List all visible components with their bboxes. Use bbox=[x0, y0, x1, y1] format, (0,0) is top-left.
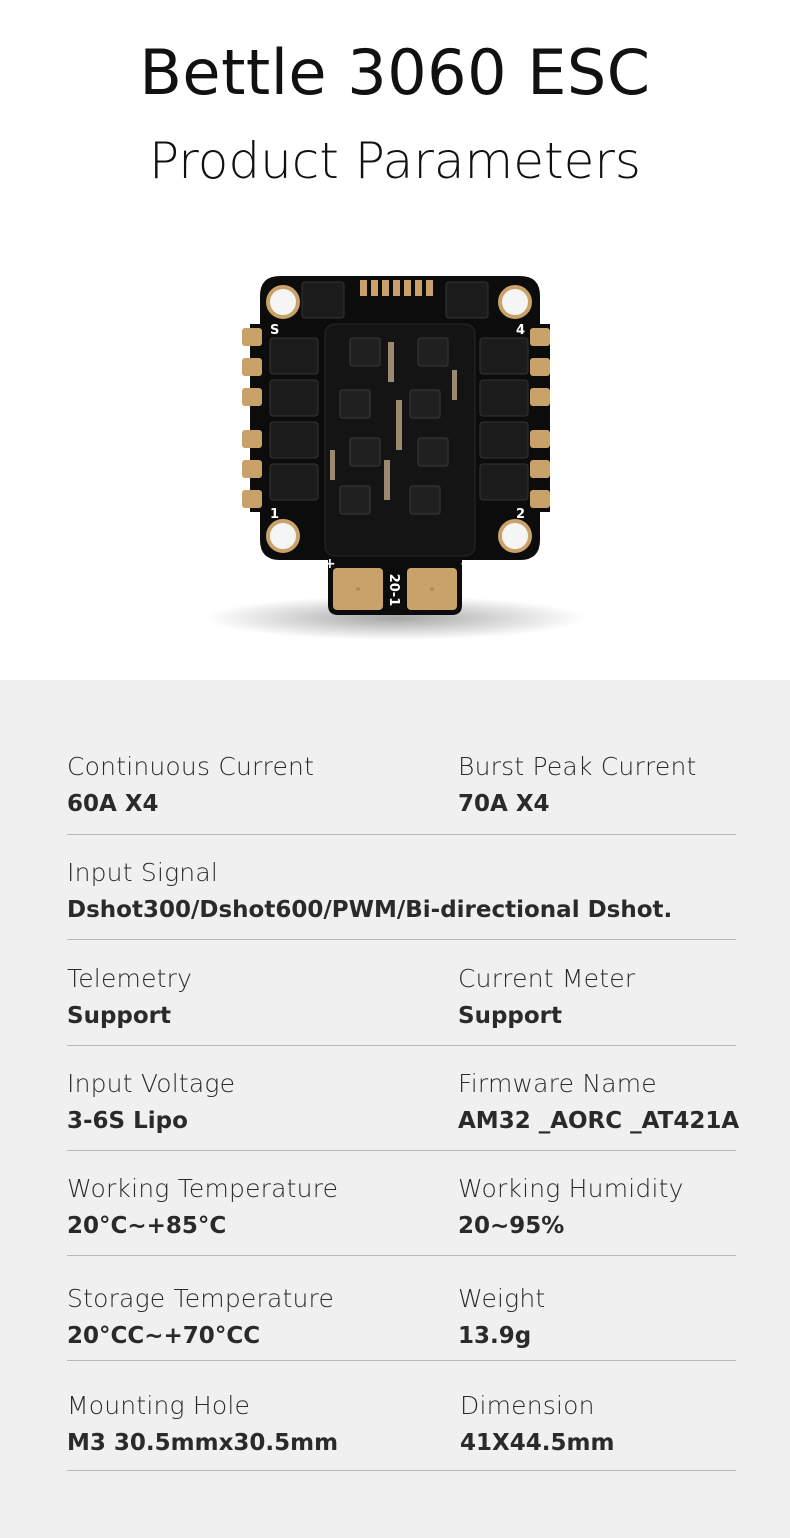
corner-label-4: 4 bbox=[516, 323, 525, 338]
spec-value: 70A X4 bbox=[458, 791, 550, 817]
spec-row-mounting: Mounting Hole M3 30.5mmx30.5mm Dimension… bbox=[67, 1391, 736, 1471]
spec-value: Support bbox=[67, 1003, 172, 1029]
spec-label: Dimension bbox=[460, 1391, 595, 1420]
spec-label: Mounting Hole bbox=[67, 1391, 251, 1420]
spec-label: Burst Peak Current bbox=[458, 752, 697, 781]
spec-telemetry: Telemetry Support bbox=[67, 964, 192, 1029]
polarity-minus: − bbox=[460, 556, 472, 572]
corner-label-s: S bbox=[270, 323, 279, 338]
spec-value: 41X44.5mm bbox=[460, 1430, 615, 1456]
spec-value: 20~95% bbox=[458, 1213, 565, 1239]
spec-current-meter: Current Meter Support bbox=[458, 964, 635, 1029]
battery-pad-dots bbox=[356, 587, 434, 591]
top-mosfets bbox=[301, 281, 489, 319]
controller-chips bbox=[339, 337, 449, 515]
spec-value: 13.9g bbox=[458, 1323, 532, 1349]
model-mark: 20-1 bbox=[386, 574, 401, 607]
spec-value: Support bbox=[458, 1003, 563, 1029]
spec-working-temperature: Working Temperature 20°C~+85°C bbox=[67, 1174, 338, 1239]
mosfets-right bbox=[479, 337, 529, 501]
spec-value: 20°CC~+70°CC bbox=[67, 1323, 261, 1349]
spec-label: Current Meter bbox=[458, 964, 636, 993]
spec-table: Continuous Current 60A X4 Burst Peak Cur… bbox=[0, 680, 790, 1538]
spec-label: Working Temperature bbox=[67, 1174, 339, 1203]
spec-row-current: Continuous Current 60A X4 Burst Peak Cur… bbox=[67, 752, 736, 835]
spec-dimension: Dimension 41X44.5mm bbox=[460, 1391, 614, 1456]
motor-pads-right bbox=[530, 328, 550, 508]
spec-row-voltage: Input Voltage 3-6S Lipo Firmware Name AM… bbox=[67, 1069, 739, 1151]
esc-board-image: S 4 1 2 + − 20-1 bbox=[205, 276, 585, 640]
spec-input-voltage: Input Voltage 3-6S Lipo bbox=[67, 1069, 235, 1134]
spec-working-humidity: Working Humidity 20~95% bbox=[458, 1174, 684, 1239]
corner-labels: S 4 1 2 bbox=[270, 323, 525, 522]
spec-burst-peak-current: Burst Peak Current 70A X4 bbox=[458, 752, 697, 817]
page-subtitle: Product Parameters bbox=[149, 132, 641, 190]
spec-label: Working Humidity bbox=[458, 1174, 684, 1203]
spec-storage-temperature: Storage Temperature 20°CC~+70°CC bbox=[67, 1284, 334, 1349]
mosfets-left bbox=[269, 337, 319, 501]
spec-value: M3 30.5mmx30.5mm bbox=[67, 1430, 339, 1456]
polarity-plus: + bbox=[324, 556, 336, 572]
spec-label: Input Voltage bbox=[67, 1069, 236, 1098]
spec-value: 20°C~+85°C bbox=[67, 1213, 227, 1239]
corner-label-2: 2 bbox=[516, 507, 525, 522]
spec-label: Firmware Name bbox=[458, 1069, 657, 1098]
spec-row-input-signal: Input Signal Dshot300/Dshot600/PWM/Bi-di… bbox=[67, 858, 736, 940]
signal-pads-top bbox=[360, 280, 433, 296]
spec-label: Storage Temperature bbox=[67, 1284, 335, 1313]
spec-label: Continuous Current bbox=[67, 752, 315, 781]
spec-value: Dshot300/Dshot600/PWM/Bi-directional Dsh… bbox=[67, 897, 673, 923]
spec-weight: Weight 13.9g bbox=[458, 1284, 545, 1349]
spec-continuous-current: Continuous Current 60A X4 bbox=[67, 752, 314, 817]
spec-value: 60A X4 bbox=[67, 791, 159, 817]
spec-row-storage: Storage Temperature 20°CC~+70°CC Weight … bbox=[67, 1284, 736, 1361]
spec-value: 3-6S Lipo bbox=[67, 1108, 188, 1134]
corner-label-1: 1 bbox=[270, 507, 279, 522]
motor-pads-left bbox=[242, 328, 262, 508]
spec-firmware-name: Firmware Name AM32 _AORC _AT421A bbox=[458, 1069, 739, 1134]
spec-row-working: Working Temperature 20°C~+85°C Working H… bbox=[67, 1174, 736, 1256]
spec-label: Weight bbox=[458, 1284, 546, 1313]
spec-label: Telemetry bbox=[67, 964, 193, 993]
spec-value: AM32 _AORC _AT421A bbox=[458, 1108, 740, 1134]
spec-row-telemetry: Telemetry Support Current Meter Support bbox=[67, 964, 736, 1046]
board-shadow bbox=[205, 596, 585, 640]
spec-mounting-hole: Mounting Hole M3 30.5mmx30.5mm bbox=[67, 1391, 338, 1456]
mounting-holes bbox=[266, 285, 532, 553]
spec-input-signal: Input Signal Dshot300/Dshot600/PWM/Bi-di… bbox=[67, 858, 672, 923]
spec-label: Input Signal bbox=[67, 858, 219, 887]
passive-components bbox=[330, 342, 457, 500]
page-title: Bettle 3060 ESC bbox=[139, 36, 651, 109]
